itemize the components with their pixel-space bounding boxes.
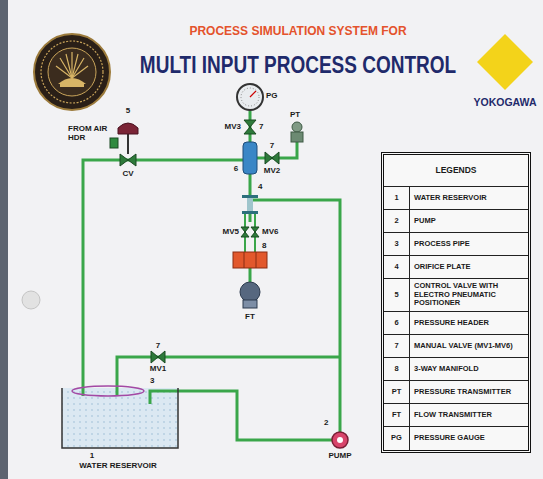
yokogawa-logo	[477, 34, 533, 90]
label-slot: MV2	[264, 166, 280, 175]
callout-number: 3	[150, 376, 154, 385]
part-label: FROM AIR HDR	[68, 124, 112, 142]
table-cell: 1	[384, 187, 410, 210]
table-cell: PRESSURE GAUGE	[410, 427, 528, 450]
label-slot: MV6	[262, 227, 278, 236]
label-slot: 1	[90, 451, 94, 460]
table-cell: PRESSURE HEADER	[410, 312, 528, 335]
part-label: MV3	[225, 122, 241, 131]
table-cell: PT	[384, 381, 410, 404]
part-label: MV6	[262, 227, 278, 236]
label-slot: PT	[290, 110, 300, 119]
label-slot: MV3	[225, 122, 241, 131]
table-cell: 2	[384, 210, 410, 233]
table-cell: ORIFICE PLATE	[410, 256, 528, 279]
label-slot: MV5	[223, 227, 239, 236]
table-cell: 8	[384, 358, 410, 381]
callout-number: 4	[258, 182, 262, 191]
title: MULTI INPUT PROCESS CONTROL	[140, 52, 456, 77]
label-slot: 8	[262, 241, 266, 250]
callout-number: 8	[262, 241, 266, 250]
table-cell: WATER RESERVOIR	[410, 187, 528, 210]
reservoir-outline	[62, 388, 178, 448]
part-label: MV1	[150, 364, 166, 373]
callout-number: 6	[234, 164, 238, 173]
process-pipes	[83, 110, 340, 440]
table-cell: PUMP	[410, 210, 528, 233]
label-slot: PG	[266, 91, 278, 100]
orifice-plate	[242, 195, 258, 214]
flow-transmitter	[240, 282, 260, 308]
label-slot: FROM AIR HDR	[68, 124, 112, 142]
callout-number: 2	[324, 418, 328, 427]
pump	[332, 432, 348, 448]
callout-number: 1	[90, 451, 94, 460]
subtitle: PROCESS SIMULATION SYSTEM FOR	[189, 25, 406, 39]
table-cell: 4	[384, 256, 410, 279]
table-cell: 5	[384, 279, 410, 312]
table-cell: FLOW TRANSMITTER	[410, 404, 528, 427]
three-way-manifold	[233, 252, 267, 268]
label-slot: 4	[258, 182, 262, 191]
label-slot: 7	[259, 122, 263, 131]
label-slot: MV1	[150, 364, 166, 373]
title-slot: MULTI INPUT PROCESS CONTROL	[140, 52, 456, 71]
callout-number: 7	[270, 141, 274, 150]
table-cell: FT	[384, 404, 410, 427]
impulse-lines	[245, 214, 255, 252]
part-label: PUMP	[328, 451, 351, 460]
label-slot: 7	[156, 341, 160, 350]
table-cell: 3-WAY MANIFOLD	[410, 358, 528, 381]
part-label: PG	[266, 91, 278, 100]
callout-number: 7	[156, 341, 160, 350]
table-cell: MANUAL VALVE (MV1-MV6)	[410, 335, 528, 358]
pressure-header	[243, 142, 257, 174]
table-cell: 7	[384, 335, 410, 358]
part-label: FT	[245, 312, 255, 321]
label-slot: 5	[126, 106, 130, 115]
table-cell: PG	[384, 427, 410, 450]
legend-table: LEGENDS1WATER RESERVOIR2PUMP3PROCESS PIP…	[381, 152, 531, 453]
table-cell: 3	[384, 233, 410, 256]
table-cell: PROCESS PIPE	[410, 233, 528, 256]
pressure-gauge	[237, 84, 263, 110]
mounting-hole	[22, 291, 40, 309]
label-slot: CV	[122, 169, 133, 178]
table-cell: CONTROL VALVE WITH ELECTRO PNEUMATIC POS…	[410, 279, 528, 312]
label-slot: FT	[245, 312, 255, 321]
part-label: WATER RESERVOIR	[79, 461, 157, 470]
label-slot: 6	[234, 164, 238, 173]
label-slot: YOKOGAWA	[473, 96, 536, 108]
label-slot: 3	[150, 376, 154, 385]
reservoir-water	[62, 388, 178, 448]
callout-number: 7	[259, 122, 263, 131]
pressure-transmitter	[291, 122, 303, 142]
part-label: MV5	[223, 227, 239, 236]
label-slot: 7	[270, 141, 274, 150]
brand-name: YOKOGAWA	[473, 96, 536, 108]
table-header: LEGENDS	[384, 155, 528, 187]
table-cell: 6	[384, 312, 410, 335]
manual-valves	[151, 120, 279, 363]
control-valve	[110, 123, 138, 166]
part-label: PT	[290, 110, 300, 119]
label-slot: WATER RESERVOIR	[79, 461, 157, 470]
callout-number: 5	[126, 106, 130, 115]
label-slot: PUMP	[328, 451, 351, 460]
label-slot: 2	[324, 418, 328, 427]
label-slot: PROCESS SIMULATION SYSTEM FOR	[189, 25, 406, 39]
process-pipe-ring	[72, 386, 144, 396]
part-label: CV	[122, 169, 133, 178]
institute-seal	[34, 34, 110, 110]
table-cell: PRESSURE TRANSMITTER	[410, 381, 528, 404]
part-label: MV2	[264, 166, 280, 175]
board-edge	[0, 0, 8, 479]
